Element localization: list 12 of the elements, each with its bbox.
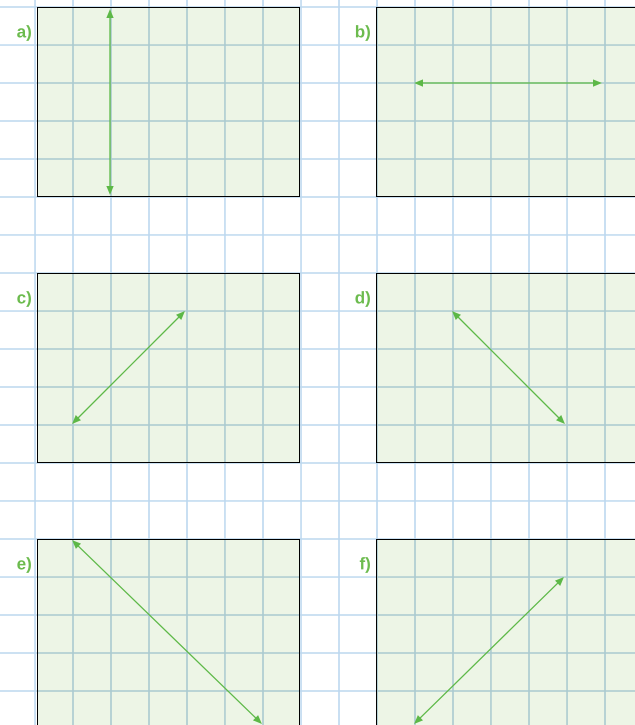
grid-panel: [360, 539, 635, 725]
grid-panel: [355, 273, 635, 463]
grid-panel: [17, 7, 300, 197]
grid-panel: [17, 539, 300, 725]
panel-label: c): [17, 291, 31, 307]
panel-label: e): [17, 557, 31, 573]
grid-panel: [17, 273, 300, 463]
panel-label: f): [360, 557, 370, 573]
panel-label: d): [355, 291, 370, 307]
panel-label: a): [17, 25, 31, 41]
panel-label: b): [356, 25, 370, 41]
grid-panel: [356, 7, 635, 197]
